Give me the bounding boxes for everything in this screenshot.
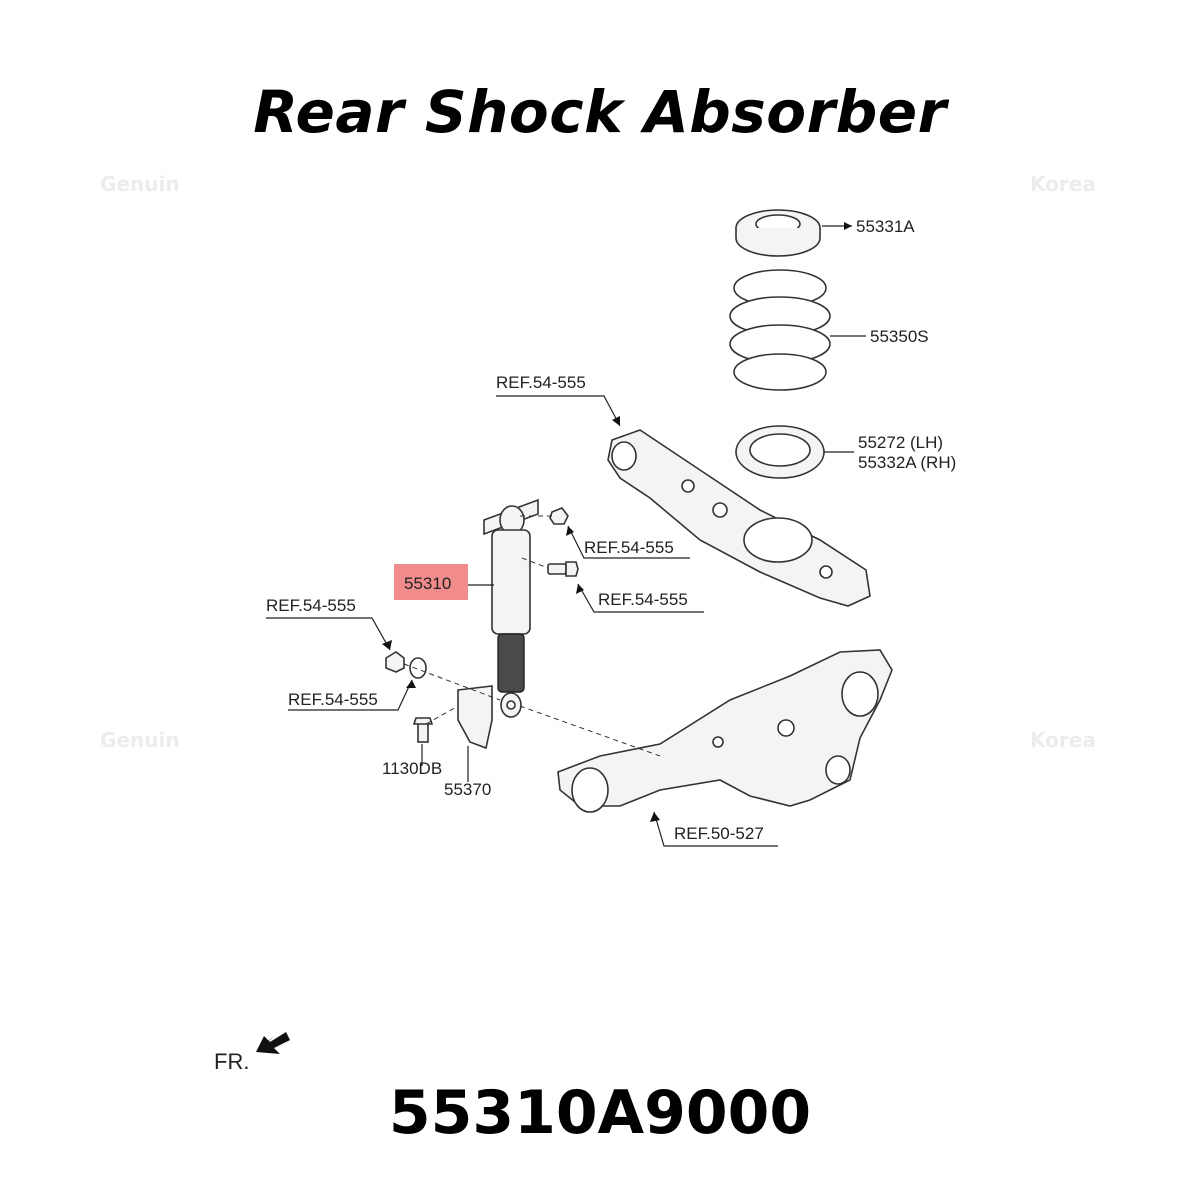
callout-nut-upper-ref: REF.54-555 xyxy=(584,538,674,557)
watermark: Genuin xyxy=(100,172,180,196)
callout-55272: 55272 (LH) xyxy=(858,433,943,452)
upper-spring-seat[interactable] xyxy=(735,209,821,257)
coil-spring[interactable] xyxy=(729,269,831,391)
callout-55350S: 55350S xyxy=(870,327,929,346)
callout-carrier-ref: REF.50-527 xyxy=(674,824,764,843)
part-number: 55310A9000 xyxy=(388,1078,812,1148)
watermark: Korea xyxy=(1030,728,1096,752)
callout-55332A: 55332A (RH) xyxy=(858,453,956,472)
callout-1130DB: 1130DB xyxy=(382,759,442,778)
callout-bolt-upper-ref: REF.54-555 xyxy=(598,590,688,609)
highlight-box xyxy=(394,564,468,600)
lower-spring-seat[interactable] xyxy=(735,425,825,479)
upper-mount-nut[interactable] xyxy=(549,507,569,525)
callout-55370: 55370 xyxy=(444,780,491,799)
lower-mount-washer[interactable] xyxy=(409,657,427,679)
front-arrow-icon xyxy=(256,1032,290,1054)
lower-mount-nut[interactable] xyxy=(385,651,405,673)
upper-mount-bolt[interactable] xyxy=(547,561,579,577)
callout-55310: 55310 xyxy=(404,574,451,593)
callout-lower-arm-ref: REF.54-555 xyxy=(496,373,586,392)
rear-carrier[interactable] xyxy=(557,649,893,813)
front-indicator-label: FR. xyxy=(214,1049,249,1074)
mounting-screw[interactable] xyxy=(412,717,434,743)
shock-absorber[interactable] xyxy=(483,498,539,718)
watermark: Genuin xyxy=(100,728,180,752)
callout-nut-lower-ref: REF.54-555 xyxy=(266,596,356,615)
callout-washer-lower-ref: REF.54-555 xyxy=(288,690,378,709)
watermark: Korea xyxy=(1030,172,1096,196)
lower-control-arm[interactable] xyxy=(607,429,871,607)
callout-55331A: 55331A xyxy=(856,217,915,236)
page-title: Rear Shock Absorber xyxy=(253,78,947,146)
dust-guard[interactable] xyxy=(457,685,493,750)
